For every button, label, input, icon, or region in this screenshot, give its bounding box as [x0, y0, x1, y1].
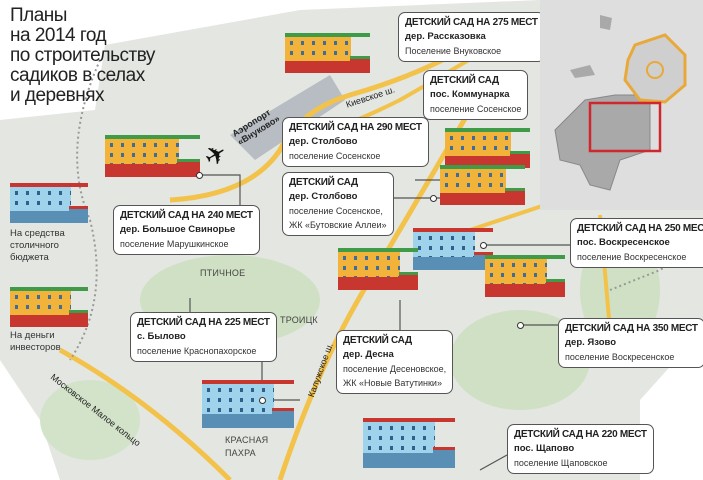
- kindergarten-building-icon: [445, 128, 530, 168]
- kindergarten-building-icon: [413, 228, 493, 270]
- legend-label-budget: На средства столичного бюджета: [10, 228, 65, 263]
- title-line: на 2014 год: [10, 25, 107, 46]
- location-marker: [517, 322, 524, 329]
- title-line: и деревнях: [10, 85, 105, 106]
- kievskoe-road: [169, 17, 541, 203]
- place-label-troitsk: ТРОИЦК: [280, 315, 318, 325]
- new-moscow-area: [554, 94, 651, 191]
- zelenograd-area: [570, 65, 595, 78]
- legend-building-investors-icon: [10, 287, 88, 327]
- map-title: Планы на 2014 год по строительству садик…: [10, 6, 155, 106]
- highlight-frame: [588, 101, 662, 153]
- title-line: по строительству: [10, 45, 155, 66]
- district-area: [600, 15, 612, 30]
- title-line: садиков в селах: [10, 65, 145, 86]
- title-line: Планы: [10, 5, 67, 26]
- location-marker: [259, 397, 266, 404]
- forest-area: [40, 380, 140, 460]
- kindergarten-building-icon: [105, 135, 200, 177]
- garden-ring: [646, 61, 664, 79]
- kindergarten-building-icon: [485, 255, 565, 297]
- moscow-overview-inset: [540, 0, 703, 210]
- location-marker: [480, 242, 487, 249]
- boundary: [69, 59, 101, 361]
- mkad-ring: [623, 33, 687, 104]
- place-label-ptichnoe: ПТИЧНОЕ: [200, 268, 246, 278]
- forest-area: [450, 310, 590, 410]
- kindergarten-building-icon: [285, 33, 370, 73]
- kindergarten-building-icon: [440, 165, 525, 205]
- legend-building-budget-icon: [10, 183, 88, 223]
- location-marker: [196, 172, 203, 179]
- mmk-road: [58, 347, 232, 480]
- kindergarten-building-icon: [363, 418, 455, 468]
- overview-map: [554, 15, 687, 191]
- kindergarten-building-icon: [338, 248, 418, 290]
- kindergarten-building-icon: [202, 380, 294, 428]
- location-marker: [430, 195, 437, 202]
- legend-label-investors: На деньги инвесторов: [10, 330, 61, 353]
